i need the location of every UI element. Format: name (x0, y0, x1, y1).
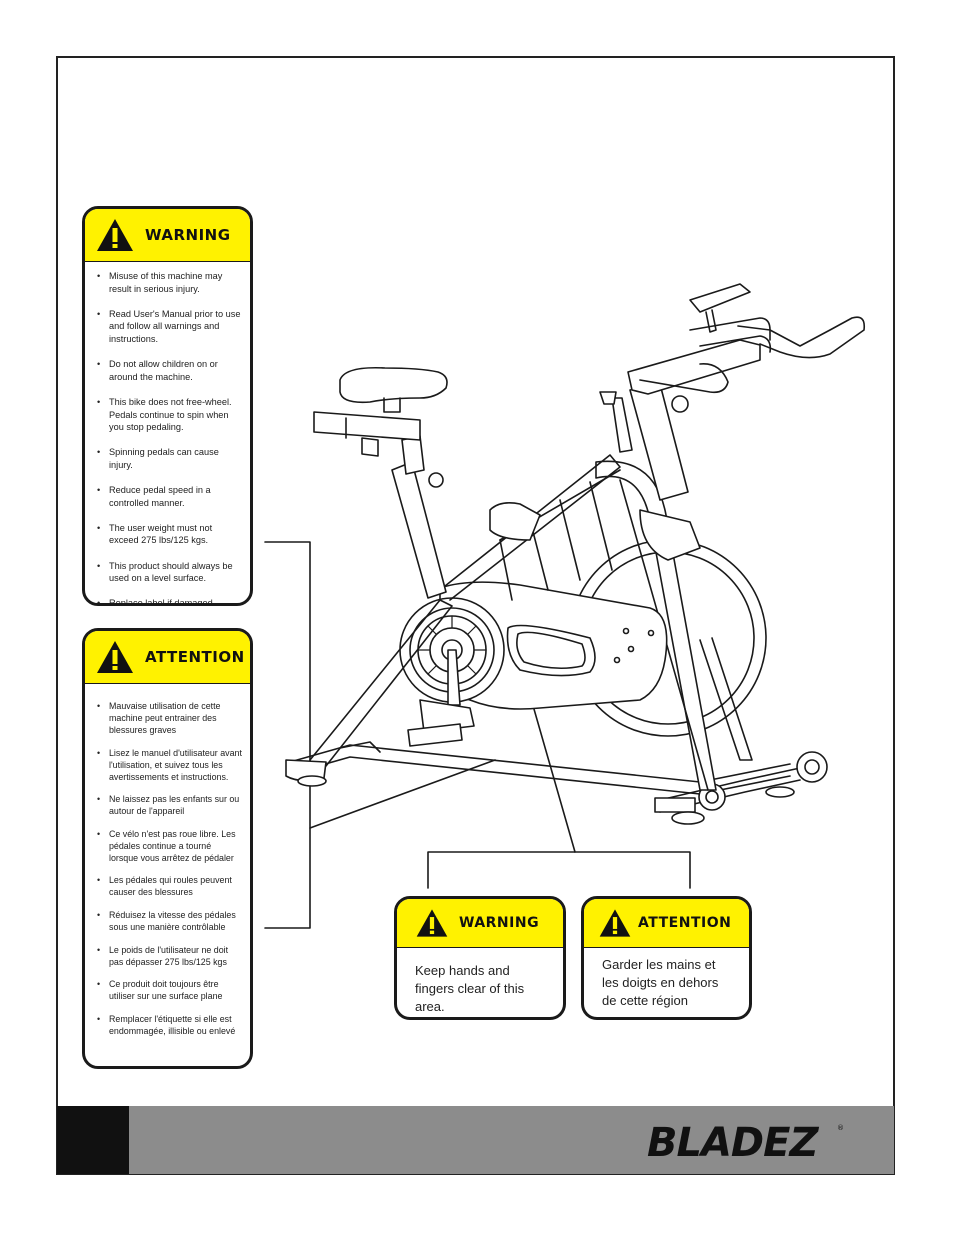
warning-small-header: WARNING (397, 899, 563, 948)
attention-item: Ce produit doit toujours être utiliser s… (97, 978, 242, 1002)
warning-label-title: WARNING (145, 226, 231, 244)
footer-page-block (57, 1106, 129, 1174)
warning-small-title: WARNING (459, 915, 540, 931)
warning-triangle-icon (416, 909, 448, 937)
warning-triangle-icon (97, 219, 133, 251)
warning-label-header: WARNING (85, 209, 250, 262)
page-frame (56, 56, 895, 1175)
warning-item: The user weight must not exceed 275 lbs/… (97, 522, 242, 547)
attention-label-header: ATTENTION (85, 631, 250, 684)
attention-label-small: ATTENTION Garder les mains et les doigts… (581, 896, 752, 1020)
attention-item: Remplacer l'étiquette si elle est endomm… (97, 1013, 242, 1037)
warning-label-list: Misuse of this machine may result in ser… (85, 262, 250, 603)
brand-name: BLADEZ (647, 1120, 819, 1162)
warning-label-small: WARNING Keep hands and fingers clear of … (394, 896, 566, 1020)
warning-triangle-icon (97, 641, 133, 673)
attention-small-text: Garder les mains et les doigts en dehors… (602, 957, 719, 1008)
attention-item: Mauvaise utilisation de cette machine pe… (97, 700, 242, 736)
attention-label-list: Mauvaise utilisation de cette machine pe… (85, 684, 250, 1037)
warning-item: Read User's Manual prior to use and foll… (97, 308, 242, 346)
warning-item: Spinning pedals can cause injury. (97, 446, 242, 471)
leader-line-warning (264, 541, 496, 829)
attention-small-header: ATTENTION (584, 899, 749, 948)
attention-label-french: ATTENTION Mauvaise utilisation de cette … (82, 628, 253, 1069)
warning-item: Reduce pedal speed in a controlled manne… (97, 484, 242, 509)
attention-label-title: ATTENTION (145, 648, 245, 666)
attention-item: Le poids de l'utilisateur ne doit pas dé… (97, 944, 242, 968)
footer-bar (57, 1106, 894, 1174)
warning-small-text: Keep hands and fingers clear of this are… (415, 963, 525, 1014)
attention-item: Les pédales qui roules peuvent causer de… (97, 874, 242, 898)
attention-item: Ce vélo n'est pas roue libre. Les pédale… (97, 828, 242, 864)
leader-line-attention (264, 827, 311, 929)
attention-small-title: ATTENTION (638, 915, 732, 931)
registered-mark: ® (837, 1124, 844, 1132)
warning-item: Do not allow children on or around the m… (97, 358, 242, 383)
attention-item: Réduisez la vitesse des pédales sous une… (97, 909, 242, 933)
warning-label-english: WARNING Misuse of this machine may resul… (82, 206, 253, 606)
warning-triangle-icon (599, 909, 631, 937)
warning-item: This product should always be used on a … (97, 560, 242, 585)
warning-item: This bike does not free-wheel. Pedals co… (97, 396, 242, 434)
attention-item: Lisez le manuel d'utilisateur avant l'ut… (97, 747, 242, 783)
warning-item: Replace label if damaged, illegible or r… (97, 597, 242, 603)
attention-item: Ne laissez pas les enfants sur ou autour… (97, 793, 242, 817)
bladez-logo: BLADEZ ® (647, 1120, 844, 1162)
warning-item: Misuse of this machine may result in ser… (97, 270, 242, 295)
leader-line-small-labels (427, 851, 691, 889)
